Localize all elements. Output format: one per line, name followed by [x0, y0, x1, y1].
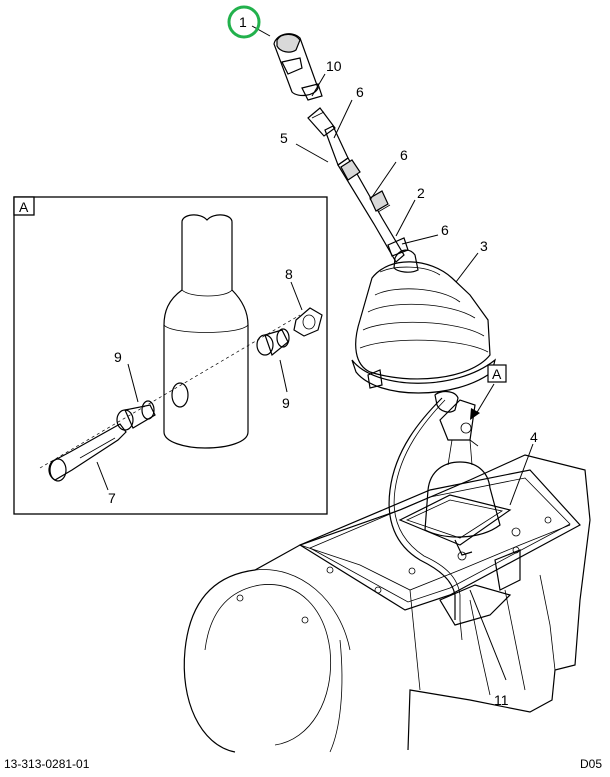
- sheet-code: D05: [579, 757, 602, 771]
- detail-callout-9-left: 9: [114, 349, 122, 365]
- detail-callout-7: 7: [108, 490, 116, 506]
- document-number: 13-313-0281-01: [4, 757, 90, 771]
- shift-lever: [307, 107, 409, 263]
- callout-2: 2: [417, 185, 425, 201]
- callout-11: 11: [494, 692, 509, 708]
- callout-4: 4: [530, 429, 538, 445]
- callout-6-middle: 6: [400, 147, 408, 163]
- shift-knob: [273, 33, 323, 101]
- callout-10: 10: [326, 58, 342, 74]
- detail-callout-9-right: 9: [282, 395, 290, 411]
- detail-hardware: [48, 307, 323, 482]
- detail-view-frame: [13, 196, 328, 515]
- leader-lines: [96, 25, 534, 681]
- transmission-housing: [183, 454, 591, 753]
- callout-6-lower: 6: [441, 222, 449, 238]
- callout-6-upper: 6: [356, 84, 364, 100]
- shift-boot: [351, 249, 497, 394]
- callout-3: 3: [480, 238, 488, 254]
- callout-5: 5: [280, 130, 288, 146]
- shift-tower-base: [398, 391, 521, 591]
- view-a-reference-label: A: [492, 366, 502, 382]
- view-a-reference-box: [487, 364, 507, 383]
- callout-1-highlight-ring: [227, 5, 261, 39]
- detail-callout-8: 8: [285, 266, 293, 282]
- detail-view-label: A: [19, 199, 29, 215]
- callout-1: 1: [239, 14, 247, 30]
- cable-harness: [388, 397, 512, 641]
- detail-knob-body: [39, 214, 301, 469]
